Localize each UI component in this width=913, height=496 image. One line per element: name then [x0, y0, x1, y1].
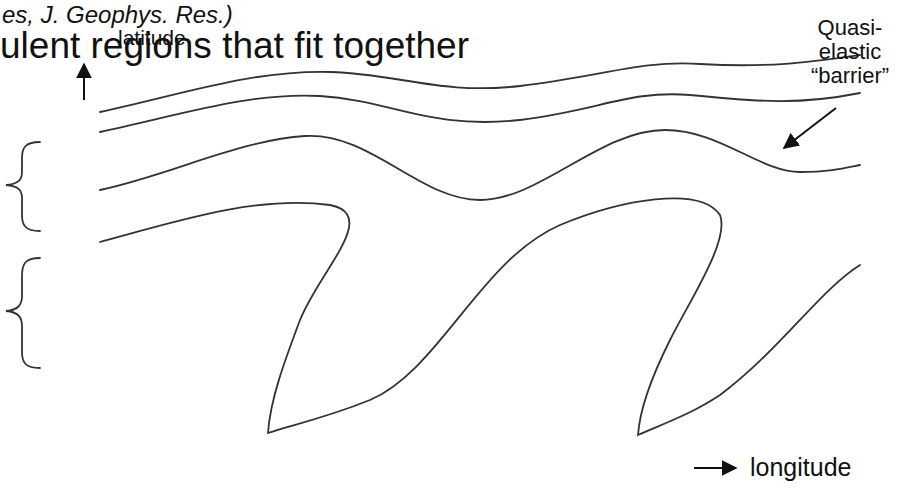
- heading-text: ulent regions that fit together: [0, 26, 469, 67]
- citation-text: es, J. Geophys. Res.): [2, 2, 233, 28]
- wavy-line: [100, 130, 860, 200]
- axis-label: latitude: [118, 26, 186, 49]
- curly-brace: [6, 258, 40, 368]
- barrier-label: Quasi- elastic “barrier”: [800, 16, 900, 89]
- barrier-pointer: [784, 108, 836, 148]
- latitude-arrow: [83, 64, 85, 100]
- curly-brace: [6, 142, 40, 231]
- axis-label: longitude: [750, 454, 851, 482]
- longitude-arrow: [694, 467, 736, 469]
- breaking-wave: [100, 198, 860, 435]
- wavy-line: [100, 93, 860, 132]
